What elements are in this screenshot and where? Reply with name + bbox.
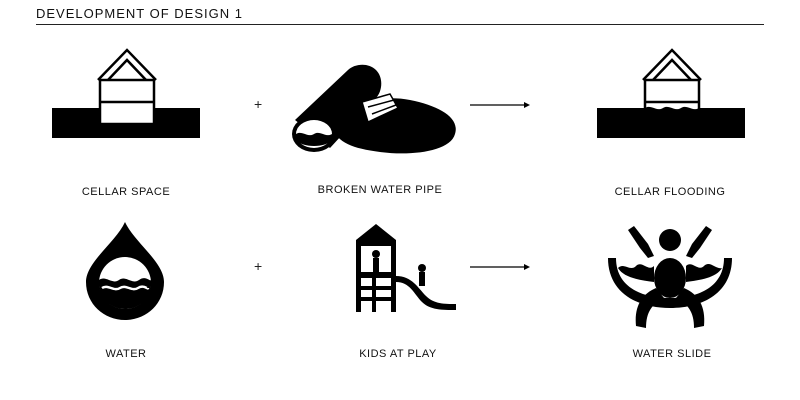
plus-operator-row1: + — [254, 96, 263, 112]
label-cellar-flooding: CELLAR FLOODING — [614, 186, 726, 198]
title-underline — [36, 24, 764, 25]
label-water-slide: WATER SLIDE — [632, 348, 712, 360]
plus-operator-row2: + — [254, 258, 263, 274]
label-broken-water-pipe: BROKEN WATER PIPE — [317, 184, 443, 196]
page-title: DEVELOPMENT OF DESIGN 1 — [36, 6, 243, 21]
arrow-right-row1 — [470, 102, 530, 108]
person-on-water-slide-icon — [608, 226, 732, 328]
broken-pipe-icon — [292, 64, 456, 154]
label-water: WATER — [105, 348, 147, 360]
water-drop-icon — [86, 222, 164, 320]
label-kids-at-play: KIDS AT PLAY — [359, 348, 437, 360]
arrow-right-row2 — [470, 264, 530, 270]
flooded-house-icon — [597, 48, 745, 138]
label-cellar-space: CELLAR SPACE — [81, 186, 171, 198]
playground-slide-icon — [356, 224, 456, 312]
house-on-ground-icon — [52, 48, 200, 138]
